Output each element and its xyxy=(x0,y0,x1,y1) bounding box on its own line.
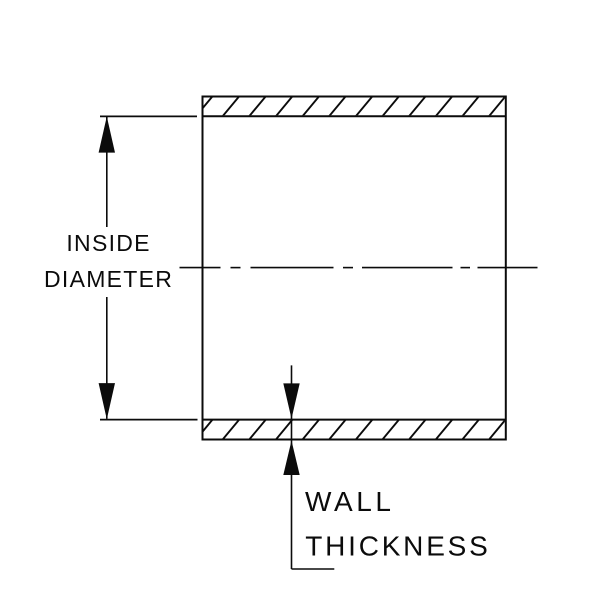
svg-text:INSIDE: INSIDE xyxy=(66,230,150,256)
svg-text:DIAMETER: DIAMETER xyxy=(44,266,173,292)
svg-text:THICKNESS: THICKNESS xyxy=(305,531,490,562)
svg-text:WALL: WALL xyxy=(305,486,395,517)
